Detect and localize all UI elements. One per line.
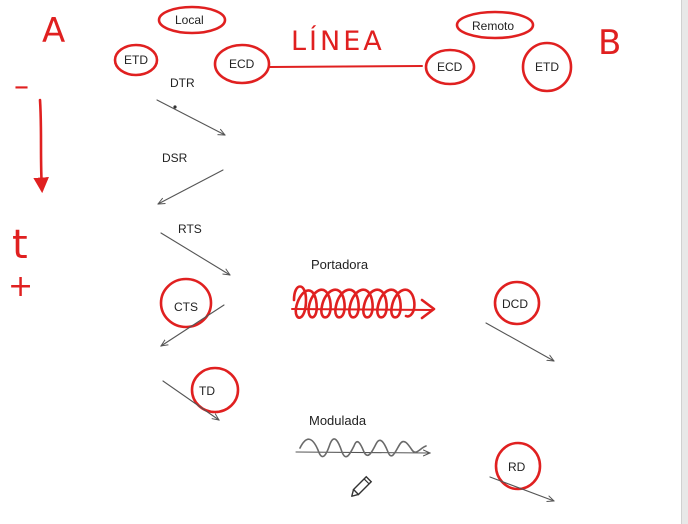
carrier-arrowhead [420,298,436,320]
td-arrow [162,380,219,420]
modulated-label: Modulada [309,413,367,428]
remote-label: Remoto [472,19,514,33]
rd-label: RD [508,460,526,474]
carrier-axis [291,308,433,311]
carrier-wave [292,285,416,319]
pencil-icon[interactable] [349,475,373,499]
rd-arrow [489,476,554,501]
dtr-arrow [156,99,225,135]
ecd-left-label: ECD [229,57,255,71]
td-circle [190,366,240,414]
rts-label: RTS [178,222,202,236]
plus-sign: + [8,269,33,304]
dcd-label: DCD [502,297,528,311]
rd-circle [494,441,542,491]
carrier-label: Portadora [311,257,369,272]
dsr-label: DSR [162,151,188,165]
time-label: t [12,222,28,268]
dtr-label: DTR [170,76,195,90]
local-circle [157,5,227,35]
modulated-wave [299,438,427,458]
dcd-circle [493,280,541,326]
dtr-dot [173,105,177,109]
minus-sign: – [14,69,29,104]
side-a-label: A [42,11,65,51]
remote-circle [455,10,535,40]
etd-right-circle [521,41,573,93]
ecd-right-circle [424,48,476,86]
line-title: LÍNEA [291,25,385,57]
etd-left-circle [113,43,159,77]
ecd-right-label: ECD [437,60,463,74]
cts-label: CTS [174,300,198,314]
dcd-arrow [485,322,554,361]
window-edge [681,0,688,524]
cts-circle [159,277,213,329]
side-b-label: B [598,23,621,63]
rts-arrow [160,232,230,275]
td-label: TD [199,384,215,398]
etd-right-label: ETD [535,60,559,74]
modulated-axis [295,452,430,453]
ecd-left-circle [213,43,271,85]
dsr-arrow [158,169,224,204]
cts-arrow [161,304,225,346]
etd-left-label: ETD [124,53,148,67]
line-connection [269,65,423,68]
time-arrow [33,98,49,194]
local-label: Local [175,13,204,27]
